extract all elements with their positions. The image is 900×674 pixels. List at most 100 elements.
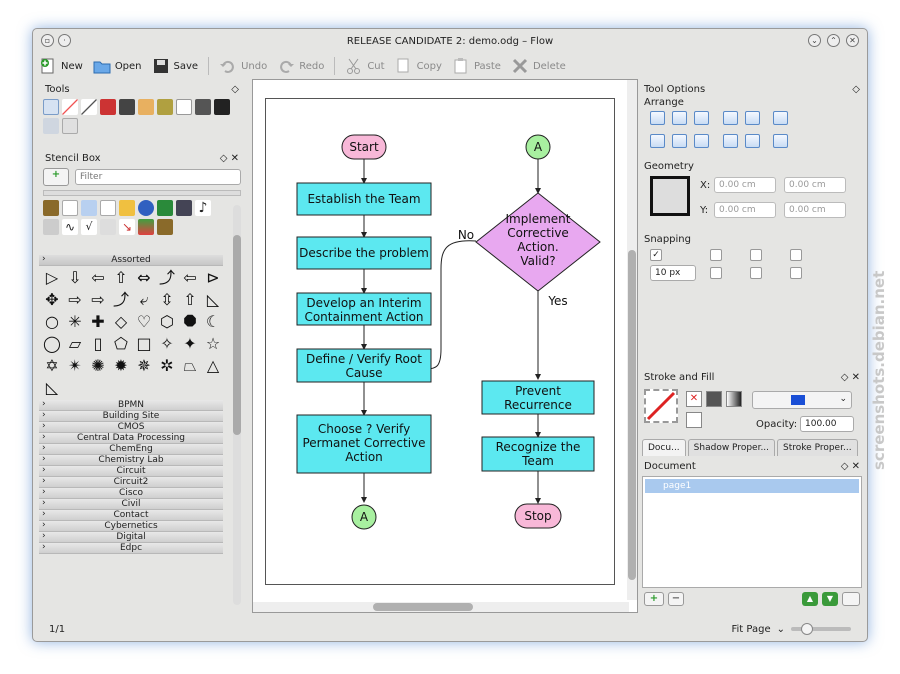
stencil-icon[interactable] [100, 219, 116, 235]
copy-button[interactable]: Copy [395, 55, 442, 77]
canvas-hscroll-thumb[interactable] [373, 603, 473, 611]
stencil-category[interactable]: Edpc [39, 542, 223, 554]
star5-shape-icon[interactable]: ☆ [205, 334, 221, 353]
lower-button[interactable] [744, 134, 760, 148]
gear-shape-icon[interactable]: ✲ [160, 356, 174, 375]
stencil-icon[interactable] [100, 200, 116, 216]
redo-button[interactable]: Redo [277, 55, 324, 77]
star6-shape-icon[interactable]: ✡ [45, 356, 59, 375]
stencil-icon[interactable] [62, 200, 78, 216]
stroke-fill-controls[interactable]: ◇ ✕ [840, 371, 860, 383]
circle-shape-icon[interactable]: ○ [45, 312, 59, 331]
pan-tool-icon[interactable] [62, 118, 78, 134]
document-tree[interactable]: page1 [642, 476, 862, 588]
color-picker[interactable]: ⌄ [752, 391, 852, 409]
stencil-category[interactable]: Cisco [39, 487, 223, 499]
drawing-page[interactable]: Start Establish the Team Describe the pr… [265, 98, 615, 585]
tab-document[interactable]: Docu... [642, 439, 686, 456]
window-menu[interactable]: ▫ · [41, 34, 71, 47]
snap-page-checkbox[interactable] [790, 249, 802, 261]
keep-above-icon[interactable]: · [58, 34, 71, 47]
star4-shape-icon[interactable]: ✧ [160, 334, 174, 353]
process-describe-problem[interactable] [296, 236, 432, 270]
raise-button[interactable] [722, 134, 738, 148]
updown-arrow-shape-icon[interactable]: ⇳ [160, 290, 174, 309]
solid-fill-button[interactable] [706, 391, 722, 407]
hexagon-shape-icon[interactable]: ⬡ [160, 312, 174, 331]
formula-icon[interactable]: √ [81, 219, 97, 235]
tool-options-controls[interactable]: ◇ [852, 83, 860, 95]
burst-shape-icon[interactable]: ✹ [114, 356, 128, 375]
new-button[interactable]: New [39, 55, 83, 77]
brush-tool-icon[interactable] [100, 99, 116, 115]
stencil-category[interactable]: CMOS [39, 421, 223, 433]
connector-icon[interactable]: ↘ [119, 219, 135, 235]
snap-intersection-checkbox[interactable] [750, 267, 762, 279]
diamond-shape-icon[interactable]: ◇ [114, 312, 128, 331]
arrow-right-shape-icon[interactable]: ⇨ [68, 290, 82, 309]
stencil-category[interactable]: Circuit [39, 465, 223, 477]
process-interim-containment[interactable] [296, 292, 432, 326]
float-icon[interactable]: ◇ [231, 83, 239, 95]
stencil-filter-input[interactable] [75, 169, 241, 185]
start-terminal[interactable] [341, 134, 387, 160]
stencil-category[interactable]: ChemEng [39, 443, 223, 455]
pencil-tool-icon[interactable] [157, 99, 173, 115]
star4-shape-icon[interactable]: ✦ [183, 334, 197, 353]
zoom-slider-handle[interactable] [801, 623, 813, 635]
stencil-icon[interactable] [81, 200, 97, 216]
close-button[interactable]: ✕ [846, 34, 859, 47]
canvas-area[interactable]: Start Establish the Team Describe the pr… [252, 79, 638, 613]
stencil-category[interactable]: Civil [39, 498, 223, 510]
stencil-icon[interactable] [138, 200, 154, 216]
height-field[interactable]: 0.00 cm [784, 202, 846, 218]
snap-extension-checkbox[interactable] [790, 267, 802, 279]
stencil-icon[interactable] [176, 200, 192, 216]
snap-guide-checkbox[interactable] [750, 249, 762, 261]
width-field[interactable]: 0.00 cm [784, 177, 846, 193]
group-button[interactable] [722, 111, 738, 125]
page-shape-icon[interactable]: ▯ [93, 334, 103, 353]
move-down-button[interactable]: ▼ [822, 592, 838, 606]
cross-shape-icon[interactable]: ✚ [91, 312, 105, 331]
arrow-right-shape-icon[interactable]: ⇨ [91, 290, 105, 309]
app-icon[interactable]: ▫ [41, 34, 54, 47]
zoom-slider[interactable] [791, 623, 851, 635]
document-panel-controls[interactable]: ◇ ✕ [840, 460, 860, 472]
circle-shape-icon[interactable]: ◯ [43, 334, 61, 353]
wave-icon[interactable]: ∿ [62, 219, 78, 235]
corner-shape-icon[interactable]: ◺ [206, 290, 220, 309]
stencil-icon[interactable] [157, 219, 173, 235]
pentagon-arrow-shape-icon[interactable]: ⊳ [206, 268, 220, 287]
minimize-button[interactable]: ⌄ [808, 34, 821, 47]
stencil-scrollbar[interactable] [233, 205, 241, 605]
snap-node-checkbox[interactable] [710, 267, 722, 279]
remove-layer-button[interactable]: − [668, 592, 684, 606]
stencil-icon[interactable] [157, 200, 173, 216]
arrow-left-shape-icon[interactable]: ⇦ [91, 268, 105, 287]
trapezoid-shape-icon[interactable]: ⏢ [183, 356, 197, 375]
paste-button[interactable]: Paste [452, 55, 501, 77]
stroke-fill-preview[interactable] [644, 389, 678, 423]
stencil-category[interactable]: BPMN [39, 399, 223, 411]
cut-button[interactable]: Cut [345, 55, 385, 77]
snap-distance-spinbox[interactable]: 10 px [650, 265, 696, 281]
bring-front-button[interactable] [772, 111, 788, 125]
process-corrective-action[interactable] [296, 414, 432, 474]
connector-tool-icon[interactable] [62, 99, 78, 115]
right-triangle-shape-icon[interactable]: ◺ [45, 378, 59, 397]
add-layer-button[interactable]: + [644, 592, 664, 606]
process-recognize-team[interactable] [481, 436, 595, 472]
pattern-fill-button[interactable] [686, 412, 702, 428]
snapping-enabled-checkbox[interactable]: ✓ [650, 249, 662, 261]
seal-shape-icon[interactable]: ✺ [91, 356, 105, 375]
align-top-button[interactable] [650, 134, 665, 148]
stencil-category[interactable]: Circuit2 [39, 476, 223, 488]
bent-arrow-shape-icon[interactable]: ⤴ [158, 268, 175, 287]
stencil-category[interactable]: Contact [39, 509, 223, 521]
ungroup-button[interactable] [744, 111, 760, 125]
align-center-button[interactable] [672, 111, 688, 125]
align-left-button[interactable] [650, 111, 665, 125]
page-tool-icon[interactable] [176, 99, 192, 115]
clipart-tool-icon[interactable] [119, 99, 135, 115]
